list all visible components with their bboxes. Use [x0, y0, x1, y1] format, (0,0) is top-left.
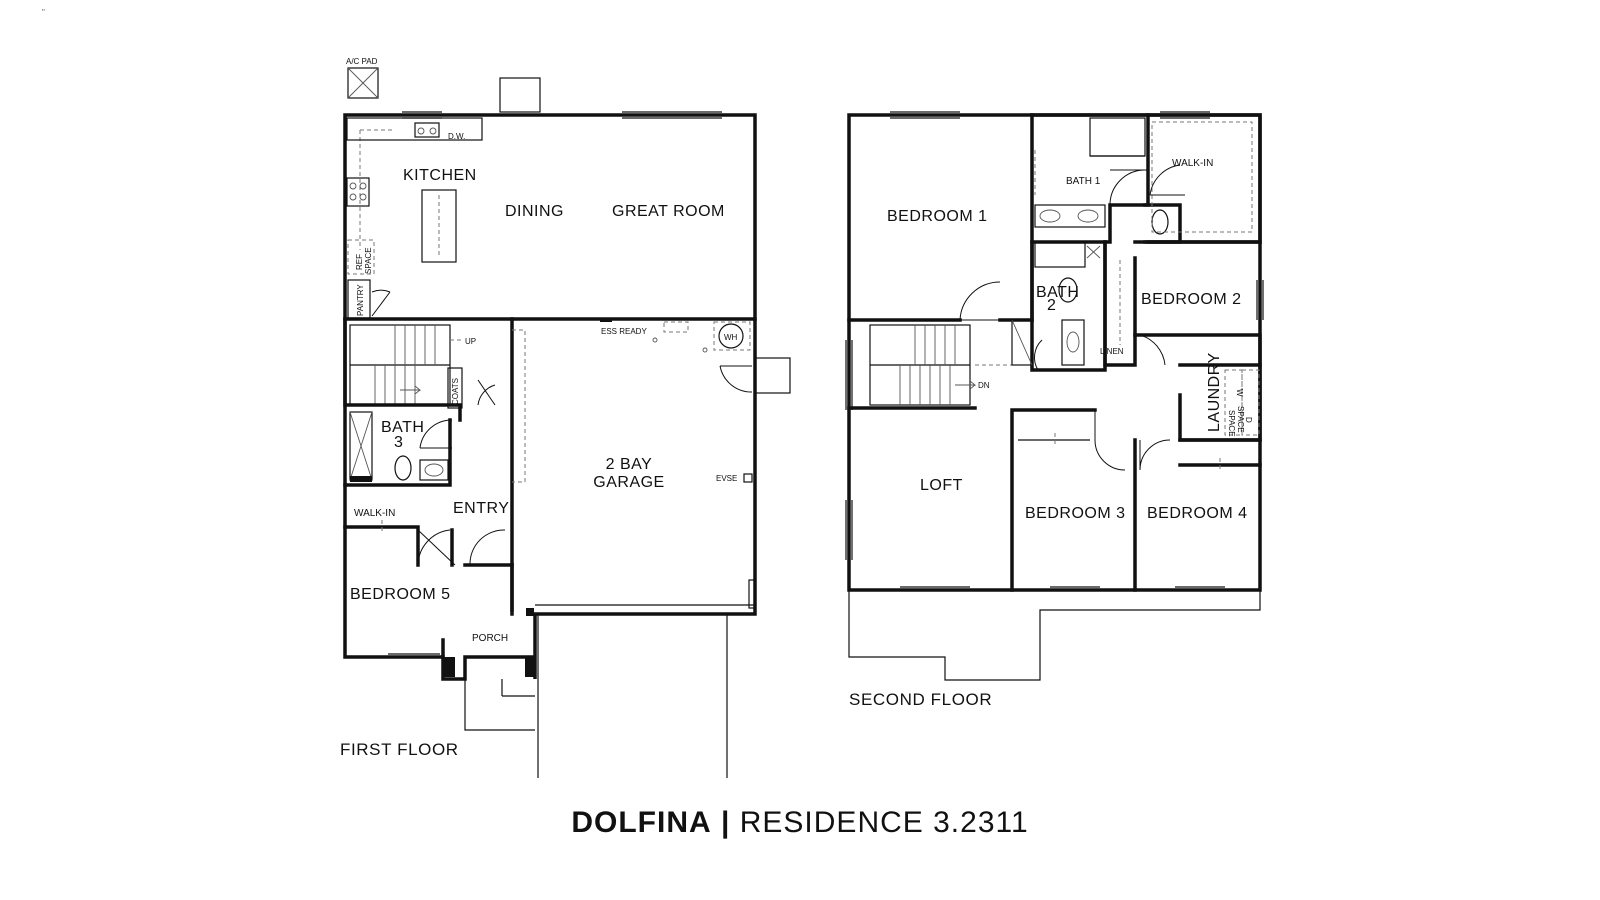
dryer-space: [1241, 369, 1260, 436]
room-bedroom5: BEDROOM 5: [350, 586, 451, 603]
stairs-up-label: UP: [465, 337, 476, 346]
room-dining: DINING: [505, 203, 564, 220]
bath1-toilet: [1151, 209, 1169, 235]
room-bath2-line1: BATH: [1036, 284, 1079, 301]
room-bath3-line2: 3: [394, 434, 403, 451]
room-bedroom3: BEDROOM 3: [1025, 505, 1126, 522]
room-great-room: GREAT ROOM: [612, 203, 725, 220]
evse-label: EVSE: [716, 474, 737, 483]
bath1-vanity: [1034, 204, 1106, 228]
room-bedroom2: BEDROOM 2: [1141, 291, 1242, 308]
chimney-bump: [499, 77, 541, 113]
bath1-shower: [1089, 117, 1146, 157]
kitchen-counter: [346, 117, 483, 141]
room-walk-in: WALK-IN: [354, 508, 395, 519]
plan-title: DOLFINA | RESIDENCE 3.2311: [0, 806, 1600, 840]
washer-label-2: SPACE: [1227, 410, 1236, 437]
stairs-down-label: DN: [978, 381, 990, 390]
coats-label: COATS: [451, 378, 460, 405]
room-kitchen: KITCHEN: [403, 167, 477, 184]
second-floor-label: SECOND FLOOR: [849, 690, 992, 709]
dryer-label-2: SPACE: [1236, 406, 1245, 433]
bath2-tub: [1034, 241, 1086, 268]
room-linen: LINEN: [1100, 347, 1124, 356]
water-heater-label: WH: [724, 333, 738, 342]
title-separator: |: [721, 806, 731, 839]
first-floor-label: FIRST FLOOR: [340, 740, 459, 759]
bath2-vanity: [1061, 319, 1085, 366]
dishwasher-label: D.W.: [448, 132, 465, 141]
room-entry: ENTRY: [453, 500, 509, 517]
room-laundry: LAUNDRY: [1206, 352, 1223, 432]
pantry-label: PANTRY: [356, 284, 365, 316]
room-bedroom4: BEDROOM 4: [1147, 505, 1248, 522]
room-bath3-line1: BATH: [381, 419, 424, 436]
ac-pad-label: A/C PAD: [346, 57, 378, 66]
ref-space: [347, 239, 375, 275]
bath1-walk-in: [1151, 121, 1253, 233]
ref-space-label-1: REF: [355, 254, 364, 270]
bath2-toilet: [1058, 277, 1078, 303]
water-heater: [718, 323, 744, 349]
ac-pad: [347, 67, 379, 99]
range: [346, 177, 370, 207]
residence-name: RESIDENCE 3.2311: [739, 806, 1029, 839]
room-porch: PORCH: [472, 633, 508, 644]
first-floor-plan: A/C PAD D.W. REF SPACE PANTRY: [343, 57, 791, 778]
dryer-label-1: D: [1244, 417, 1253, 423]
plan-name: DOLFINA: [571, 806, 712, 839]
second-floor-plan: [845, 111, 1264, 681]
ess-ready-label: ESS READY: [601, 327, 647, 336]
second-floor-stairs: [869, 324, 977, 406]
pantry: [347, 279, 371, 319]
room-loft: LOFT: [920, 477, 963, 494]
room-garage-line1: 2 BAY: [606, 456, 653, 473]
sink: [414, 122, 440, 138]
corner-mark: ": [42, 8, 45, 17]
driveway: [537, 614, 728, 778]
room-bath1: BATH 1: [1066, 176, 1101, 187]
washer-label-1: W: [1235, 389, 1244, 397]
coats-closet: [447, 367, 463, 409]
garage-side-landing: [754, 357, 791, 394]
room-walk-in-2: WALK-IN: [1172, 158, 1213, 169]
kitchen-island: [421, 189, 457, 263]
ref-space-label-2: SPACE: [364, 247, 373, 274]
bath3-vanity: [419, 459, 449, 481]
washer-space: [1224, 369, 1243, 436]
bath3-toilet: [394, 455, 412, 481]
first-floor-stairs: [349, 324, 451, 406]
room-bath2-line2: 2: [1047, 297, 1056, 314]
room-garage-line2: GARAGE: [593, 474, 664, 491]
room-bedroom1: BEDROOM 1: [887, 208, 988, 225]
